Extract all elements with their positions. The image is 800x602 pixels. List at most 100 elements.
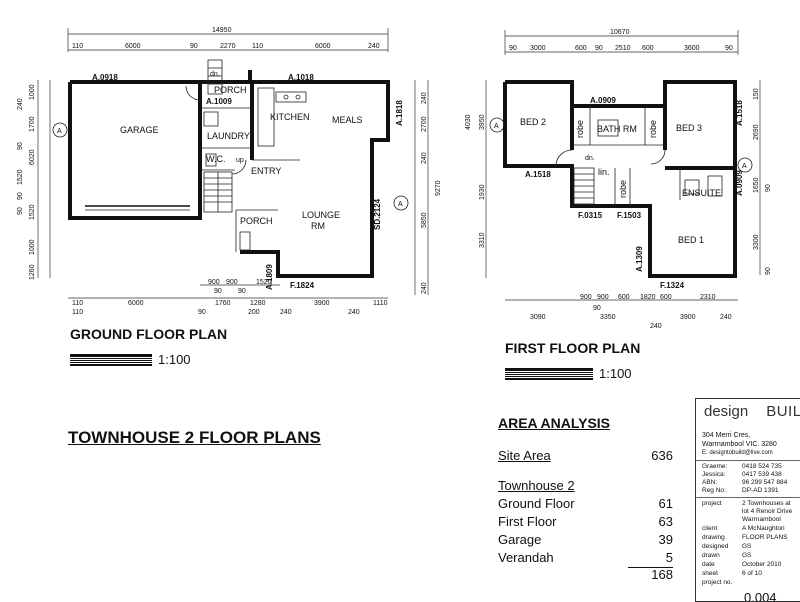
area-row-label: Verandah	[498, 550, 554, 565]
area-row-label: Ground Floor	[498, 496, 575, 511]
room-label-wc: W.C.	[206, 154, 226, 164]
room-label-kitchen: KITCHEN	[270, 112, 310, 122]
first-bottom-dim: 240	[720, 314, 732, 321]
company-address: 304 Merri Cres, Warrnambool VIC. 3280 E:…	[696, 429, 800, 461]
stair-dn-label: dn.	[585, 155, 595, 162]
contact-value: 96 299 547 884	[742, 479, 788, 486]
room-label-bed-2: BED 2	[520, 117, 546, 127]
first-top-dim: 600	[575, 45, 587, 52]
ground-door-tag: SD.2124	[373, 198, 382, 230]
first-scale-text: 1:100	[599, 366, 632, 381]
ground-bottom-dim: 6000	[128, 300, 144, 307]
first-scale: 1:100	[505, 366, 632, 381]
ground-left-dim: 1700	[29, 116, 36, 132]
ground-top-dim: 90	[190, 43, 198, 50]
ground-bottom-dim: 3900	[314, 300, 330, 307]
info-key: project	[702, 500, 722, 507]
first-right-dim: 2690	[753, 124, 760, 140]
first-left-dim: 3310	[479, 232, 486, 248]
ground-bottom-dim: 240	[280, 309, 292, 316]
ground-bottom-dim: 1110	[373, 300, 388, 307]
ground-right-dim: 240	[421, 152, 428, 164]
ground-left-dim: 90	[17, 207, 24, 215]
ground-right-dim: 2700	[421, 116, 428, 132]
info-key: sheet	[702, 570, 718, 577]
ground-door-tag: F.1824	[290, 281, 315, 290]
first-floor-tag: F.1324	[660, 281, 685, 290]
info-key: drawn	[702, 552, 720, 559]
logo-text: BUIL	[766, 403, 800, 420]
first-floor-tag: F.1503	[617, 211, 642, 220]
contact-key: Jessica:	[702, 471, 726, 478]
ground-bottom-dim: 200	[248, 309, 260, 316]
ground-left-dim: 1520	[17, 169, 24, 185]
area-row-value: 63	[658, 514, 673, 529]
first-bottom-dim: 900	[597, 294, 609, 301]
svg-text:A: A	[742, 163, 747, 170]
room-label-porch: PORCH	[214, 85, 247, 95]
ground-left-dim: 1260	[29, 264, 36, 280]
room-label-garage: GARAGE	[120, 125, 159, 135]
ground-window-tag: A.1818	[395, 100, 404, 126]
designed-value: GS	[742, 543, 752, 550]
room-label-rm: RM	[311, 221, 325, 231]
ground-left-dim: 1000	[29, 84, 36, 100]
first-top-dim: 90	[595, 45, 603, 52]
first-top-dim: 600	[642, 45, 654, 52]
first-window-tag: A.0909	[590, 96, 616, 105]
area-row: Verandah 5	[498, 549, 673, 567]
room-label-ensuite: ENSUITE	[682, 188, 721, 198]
section-marker: A	[489, 117, 505, 133]
ground-left-dim: 240	[17, 98, 24, 110]
svg-text:A: A	[57, 128, 62, 135]
area-row: First Floor 63	[498, 513, 673, 531]
svg-text:A: A	[398, 201, 403, 208]
area-row-value: 5	[665, 550, 673, 565]
first-bottom-dim: 900	[580, 294, 592, 301]
ground-floor-title: GROUND FLOOR PLAN	[70, 326, 228, 342]
ground-top-dim: 2270	[220, 43, 236, 50]
first-bottom-dim: 90	[593, 305, 601, 312]
project-value: 2 Townhouses at lot 4 Renoir Drive Warrn…	[742, 500, 793, 523]
ground-bottom-dim: 1520	[256, 279, 272, 286]
first-right-dim: 90	[765, 267, 772, 275]
first-bottom-dim: 3090	[530, 314, 546, 321]
first-left-dim: 3950	[479, 114, 486, 130]
site-area-label: Site Area	[498, 448, 551, 463]
ground-left-dim: 90	[17, 192, 24, 200]
ground-right-dim: 240	[421, 92, 428, 104]
first-window-tag: A.1309	[635, 246, 644, 272]
first-window-tag: A.0909	[735, 170, 744, 196]
contact-value: 0417 539 438	[742, 471, 782, 478]
ground-bottom-dim: 900	[208, 279, 220, 286]
area-row-value: 39	[658, 532, 673, 547]
room-label-linen: lin.	[598, 167, 610, 177]
first-bottom-dim: 240	[650, 323, 662, 330]
room-label-bath-rm: BATH RM	[597, 124, 637, 134]
ground-right-total: 9270	[435, 180, 442, 196]
drawing-value: FLOOR PLANS	[742, 534, 788, 541]
contact-key: ABN:	[702, 479, 718, 486]
info-key: date	[702, 561, 715, 568]
first-floor-tag: F.0315	[578, 211, 603, 220]
area-row-value: 61	[658, 496, 673, 511]
scale-bar-icon	[505, 367, 593, 380]
room-label-robe: robe	[618, 180, 628, 198]
ground-left-dim: 1520	[29, 204, 36, 220]
drawn-value: GS	[742, 552, 752, 559]
area-row: Ground Floor 61	[498, 495, 673, 513]
first-bottom-dim: 3900	[680, 314, 696, 321]
first-bottom-dim: 600	[660, 294, 672, 301]
first-bottom-dim: 2310	[700, 294, 716, 301]
area-analysis: AREA ANALYSIS Site Area 636 Townhouse 2 …	[498, 415, 673, 582]
first-right-dim: 1650	[753, 177, 760, 193]
area-analysis-title: AREA ANALYSIS	[498, 415, 611, 431]
ground-top-dim: 240	[368, 43, 380, 50]
info-key: drawing	[702, 534, 725, 541]
area-row-label: Garage	[498, 532, 542, 547]
stair-up-label: up	[236, 157, 244, 164]
ground-left-dim: 90	[17, 142, 24, 150]
area-row: Garage 39	[498, 531, 673, 549]
